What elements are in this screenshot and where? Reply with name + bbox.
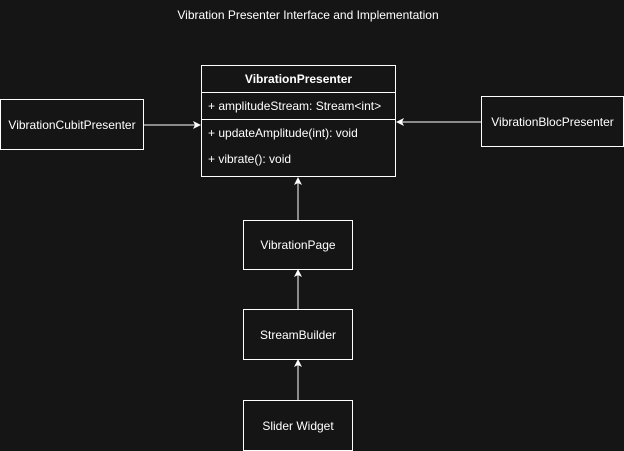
stream-builder-label: StreamBuilder	[259, 327, 337, 342]
slider-widget-label: Slider Widget	[262, 418, 334, 433]
class-method: + vibrate(): void	[208, 152, 292, 166]
vibration-bloc-presenter-label: VibrationBlocPresenter	[491, 114, 614, 129]
slider-widget-node: Slider Widget	[243, 400, 353, 451]
class-attribute: + amplitudeStream: Stream<int>	[202, 93, 395, 120]
class-name: VibrationPresenter	[202, 66, 395, 93]
stream-builder-node: StreamBuilder	[243, 309, 353, 360]
vibration-page-label: VibrationPage	[260, 238, 336, 252]
vibration-bloc-presenter-node: VibrationBlocPresenter	[481, 96, 624, 147]
vibration-cubit-presenter-node: VibrationCubitPresenter	[0, 99, 144, 150]
class-method: + updateAmplitude(int): void	[208, 126, 358, 140]
vibration-cubit-presenter-label: VibrationCubitPresenter	[8, 117, 136, 132]
vibration-page-node: VibrationPage	[243, 220, 353, 270]
diagram-title: Vibration Presenter Interface and Implem…	[177, 8, 439, 22]
vibration-presenter-class: VibrationPresenter + amplitudeStream: St…	[201, 65, 396, 177]
